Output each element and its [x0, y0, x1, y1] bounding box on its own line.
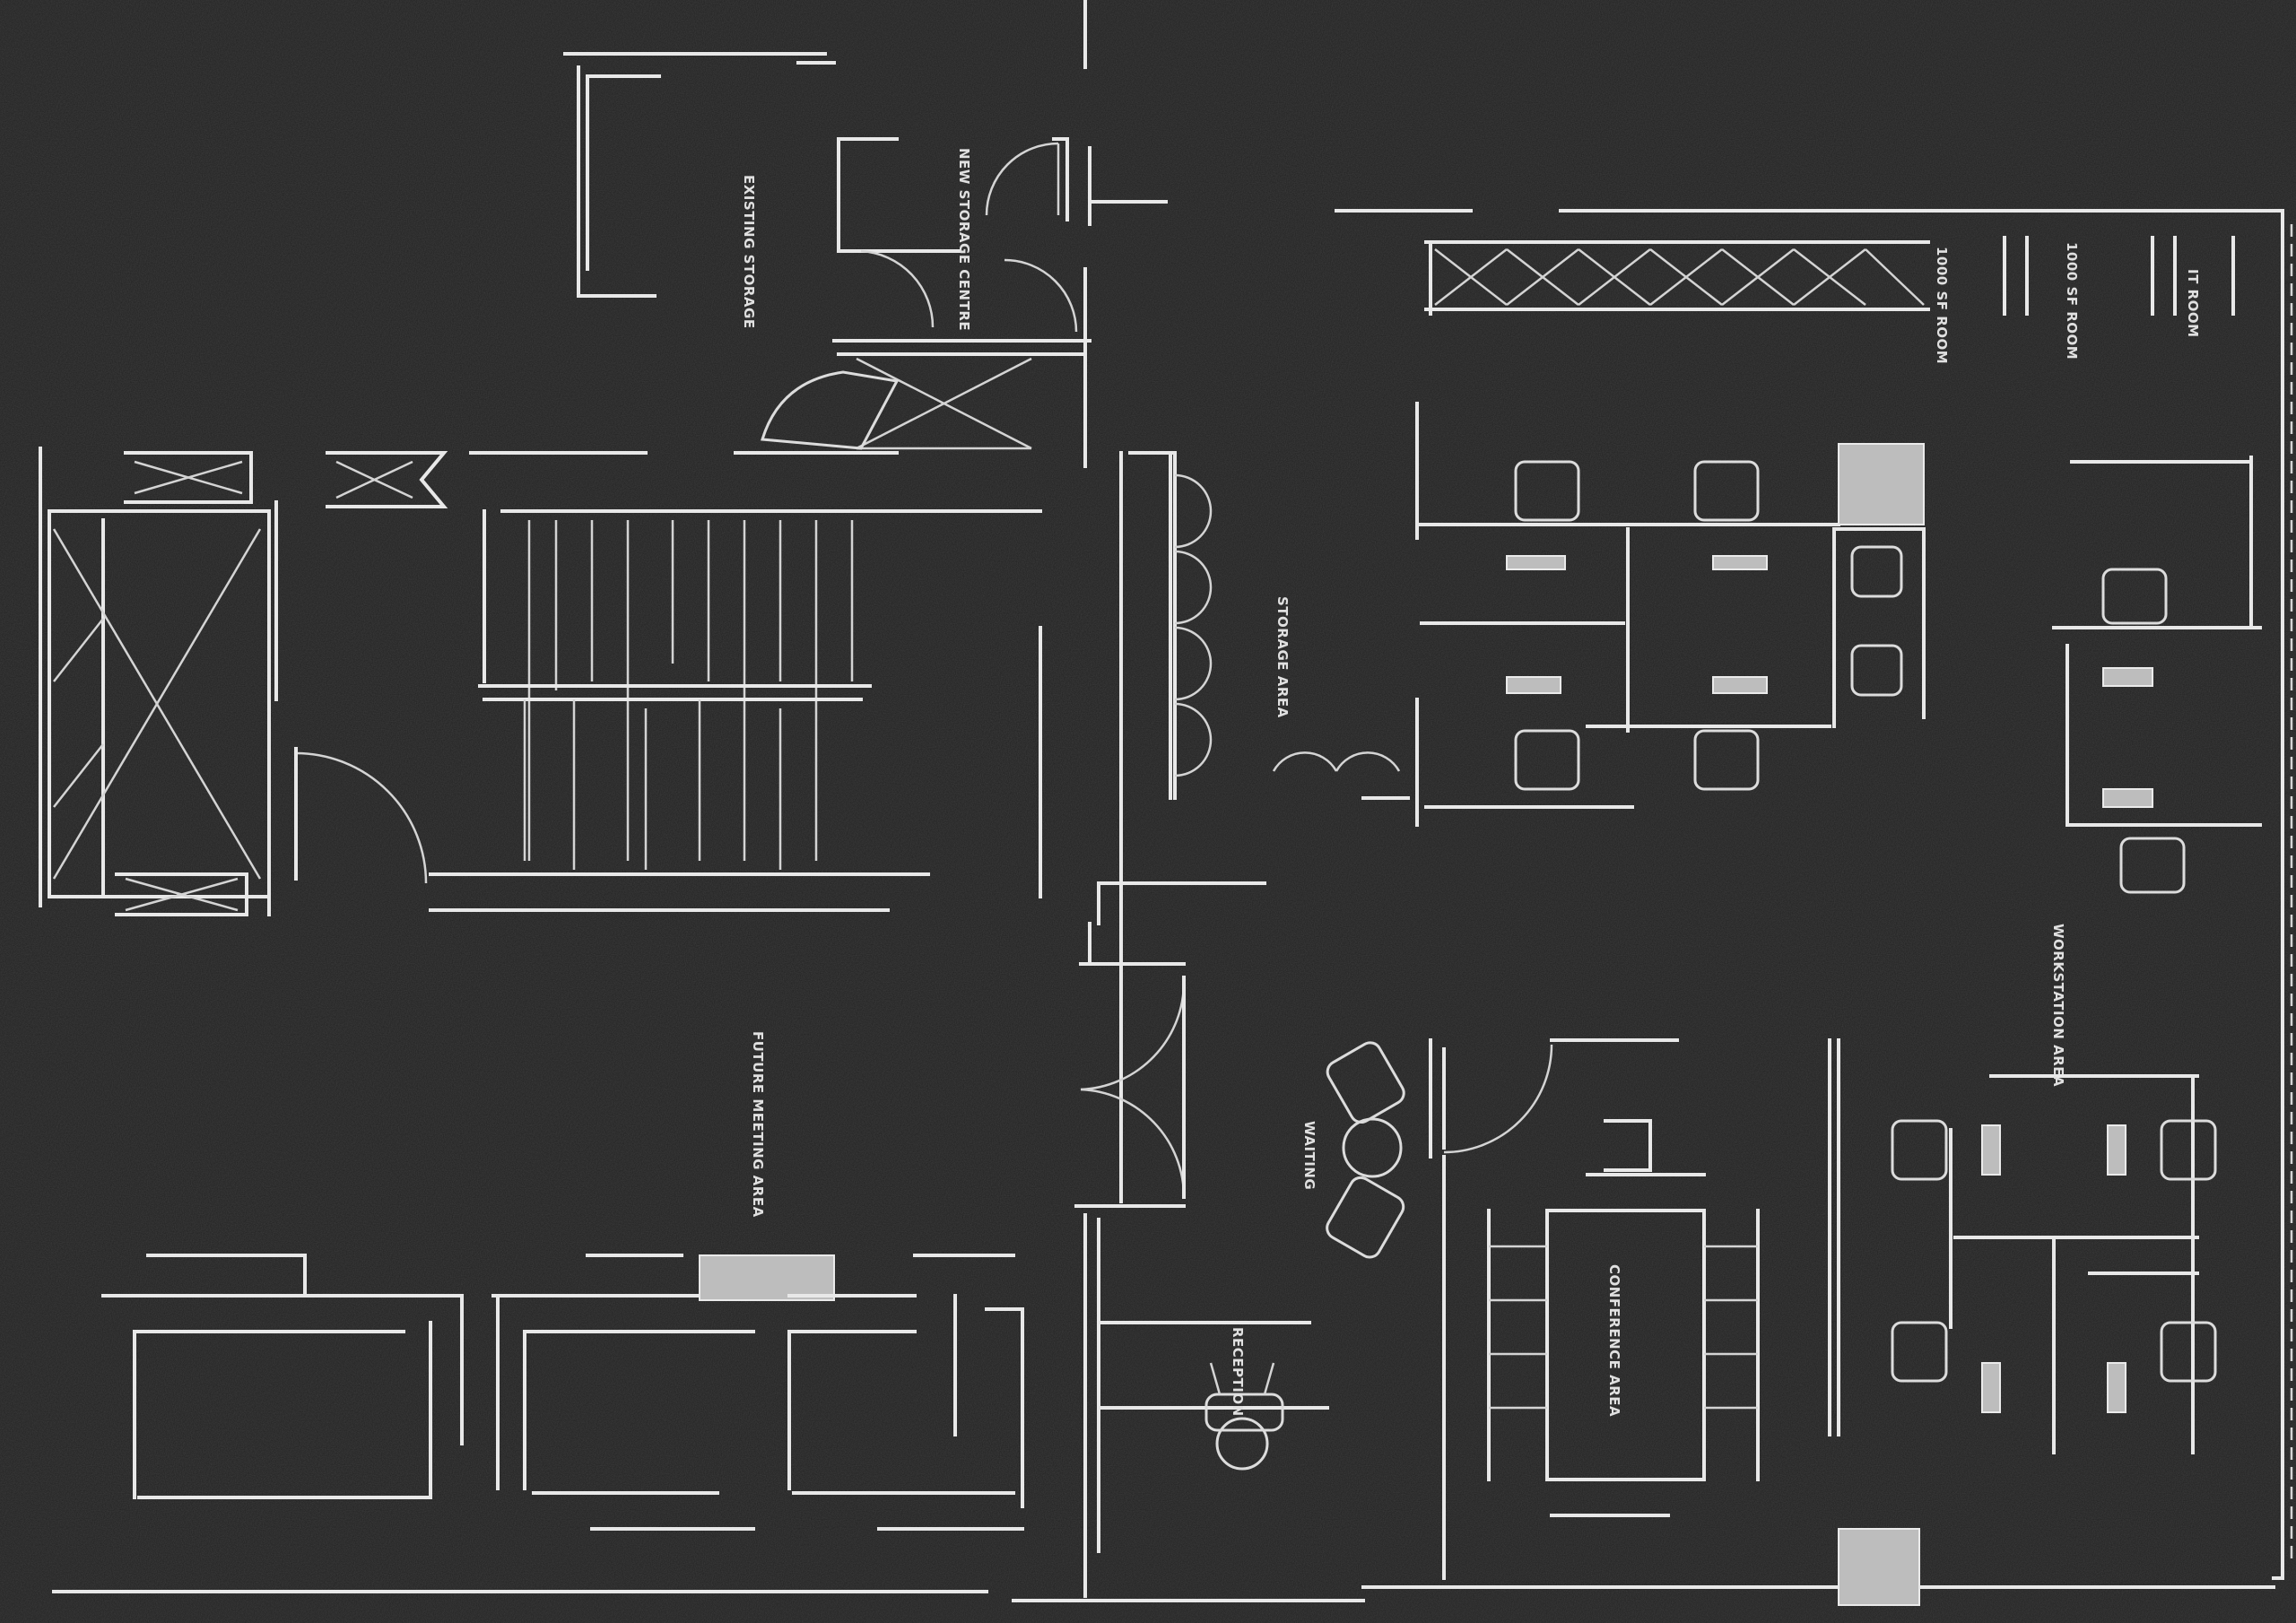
- hatched-column-ne: [1838, 443, 1925, 525]
- label-existing-storage: EXISTING STORAGE: [741, 175, 757, 329]
- label-future-meeting-area: FUTURE MEETING AREA: [750, 1031, 766, 1218]
- exterior-walls: [39, 0, 2293, 1602]
- conference-area: [1442, 1038, 1920, 1606]
- label-new-storage-centre: NEW STORAGE CENTRE: [956, 148, 972, 331]
- label-room-b: 1000 SF ROOM: [2064, 242, 2080, 360]
- reception-desk: [1097, 1362, 1329, 1471]
- workstation-chairs-ne: [1506, 460, 2186, 894]
- label-waiting: WAITING: [1301, 1121, 1318, 1190]
- lockers: [1169, 451, 1410, 800]
- central-corridor: [1074, 451, 1311, 1598]
- label-room-a: 1000 SF ROOM: [1934, 247, 1950, 364]
- existing-storage-block: [48, 451, 1042, 916]
- label-workstation-area: WORKSTATION AREA: [2050, 924, 2066, 1087]
- label-conference-area: CONFERENCE AREA: [1606, 1264, 1622, 1417]
- south-east-open-office: [1891, 1074, 2217, 1454]
- hatched-column-se: [1838, 1528, 1920, 1606]
- label-storage-area: STORAGE AREA: [1274, 596, 1291, 718]
- waiting-area: [1326, 1038, 1446, 1259]
- label-it-room: IT ROOM: [2185, 269, 2201, 338]
- north-east-workstations: [1415, 236, 2262, 827]
- room-labels: NEW STORAGE CENTRE EXISTING STORAGE STOR…: [741, 148, 2201, 1417]
- label-reception: RECEPTION: [1230, 1327, 1246, 1417]
- storage-centre-north: [577, 65, 1168, 468]
- south-west-meeting-rooms: [101, 1254, 1024, 1531]
- hatched-feature-sw: [699, 1254, 835, 1301]
